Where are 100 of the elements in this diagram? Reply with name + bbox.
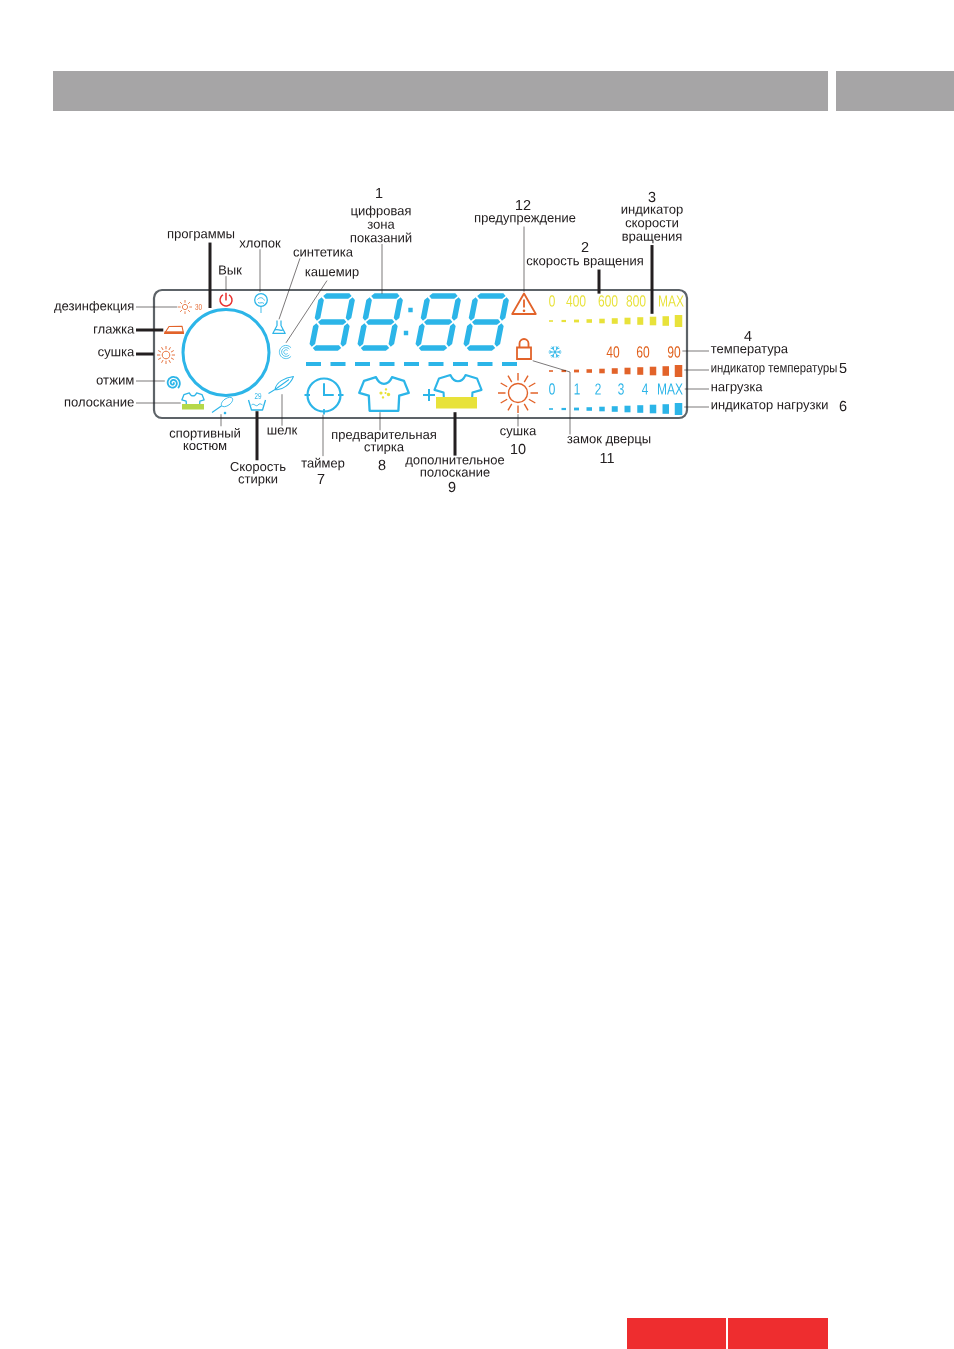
callout-label: сушка xyxy=(500,428,537,438)
leader-line xyxy=(381,243,383,295)
leader-line xyxy=(532,360,571,435)
power-icon xyxy=(219,291,233,307)
scale-number: 1 xyxy=(574,383,580,395)
callout-number: 6 xyxy=(839,400,847,412)
callout-label: замок дверцы xyxy=(567,436,651,446)
leader-line xyxy=(135,380,166,382)
callout-label: таймер xyxy=(301,457,345,471)
shirt-icon xyxy=(358,376,410,412)
leader-line xyxy=(453,412,457,456)
callout-label: кашемир xyxy=(305,269,359,279)
lock-icon xyxy=(516,338,532,360)
callout-label: скорость вращения xyxy=(526,258,643,268)
leader-line xyxy=(322,414,324,457)
leader-line xyxy=(517,413,519,427)
callout-number: 4 xyxy=(744,331,752,341)
leader-line xyxy=(684,388,710,390)
sun-icon xyxy=(177,299,193,315)
basin-icon xyxy=(247,399,267,411)
leader-line xyxy=(683,369,710,371)
leader-line xyxy=(682,350,710,352)
callout-label: температура xyxy=(710,346,789,356)
scale-number: 0 xyxy=(549,295,555,307)
leader-line xyxy=(281,393,283,427)
iron-icon xyxy=(163,325,185,335)
leader-line xyxy=(135,402,182,404)
scale-number: 0 xyxy=(549,383,555,395)
callout-label: нагрузка xyxy=(711,384,763,394)
leader-line xyxy=(136,352,154,356)
callout-number: 5 xyxy=(839,362,847,374)
bar-indicator xyxy=(549,315,683,327)
callout-label: спортивный костюм xyxy=(169,427,240,451)
callout-label: индикатор температуры xyxy=(711,365,837,375)
leader-line xyxy=(597,269,601,294)
leader-line xyxy=(523,226,525,293)
scale-number: 40 xyxy=(606,346,620,358)
leader-line xyxy=(255,411,259,461)
callout-label: индикатор скорости вращения xyxy=(621,206,683,244)
leader-line xyxy=(220,413,222,427)
callout-label: Вык xyxy=(219,265,242,275)
leaf-icon xyxy=(268,376,294,394)
callout-label: полоскание xyxy=(64,399,134,407)
callout-number: 7 xyxy=(317,474,325,484)
callout-number: 2 xyxy=(581,241,589,253)
callout-label: отжим xyxy=(96,377,134,385)
leader-line xyxy=(135,306,178,308)
warning-icon xyxy=(511,292,537,315)
cotton-boll-icon xyxy=(254,293,268,314)
leader-line xyxy=(225,275,227,291)
callout-label: шелк xyxy=(267,427,298,435)
callout-number: 8 xyxy=(378,459,386,471)
leader-line xyxy=(379,411,381,431)
clock-icon xyxy=(303,377,345,416)
icon-number: 30 xyxy=(195,304,202,310)
sun-icon xyxy=(156,345,176,365)
concentric-arcs-icon xyxy=(279,345,292,359)
scale-number: 2 xyxy=(595,383,601,395)
callout-label: дезинфекция xyxy=(54,300,134,314)
scale-number: 4 xyxy=(641,383,648,395)
callout-number: 12 xyxy=(516,199,531,211)
dial-circle xyxy=(181,308,271,397)
leader-line xyxy=(208,242,212,308)
callout-label: индикатор нагрузки xyxy=(711,402,828,412)
shirt-icon xyxy=(422,374,483,409)
scale-number: 600 xyxy=(598,295,618,307)
callout-label: сушка xyxy=(98,349,135,359)
bar-indicator xyxy=(549,403,683,415)
callout-number: 3 xyxy=(648,191,656,203)
scale-number: 60 xyxy=(636,346,650,358)
racket-icon xyxy=(211,396,234,415)
callout-label: синтетика xyxy=(293,249,353,257)
seven-segment-display xyxy=(309,293,509,351)
callout-number: 9 xyxy=(448,481,456,493)
leader-line xyxy=(136,328,164,332)
display-panel xyxy=(152,288,689,420)
scale-number: 800 xyxy=(626,295,646,307)
callout-label: хлопок xyxy=(239,240,281,248)
flask-icon xyxy=(272,319,286,334)
scale-number: MAX xyxy=(659,295,684,307)
callout-label: программы xyxy=(167,231,235,241)
leader-line xyxy=(278,257,301,320)
callout-label: Скорость стирки xyxy=(230,461,286,487)
callout-label: предупреждение xyxy=(475,215,576,225)
icon-number: 29 xyxy=(254,393,262,399)
sun-icon xyxy=(497,372,539,414)
callout-label: дополнительное полоскание xyxy=(405,457,505,477)
scale-number: 90 xyxy=(667,346,681,358)
callout-number: 11 xyxy=(600,453,614,463)
scale-number: MAX xyxy=(658,383,683,395)
callout-number: 1 xyxy=(376,188,383,198)
callout-number: 10 xyxy=(511,443,526,455)
callout-label: глажка xyxy=(94,326,135,334)
scale-number: 3 xyxy=(618,383,624,395)
bar-indicator xyxy=(549,365,683,377)
callout-label: цифровая зона показаний xyxy=(350,205,412,243)
shirt-icon xyxy=(181,392,205,410)
scale-number: 400 xyxy=(566,295,586,307)
leader-line xyxy=(683,406,710,408)
leader-line xyxy=(650,245,654,314)
